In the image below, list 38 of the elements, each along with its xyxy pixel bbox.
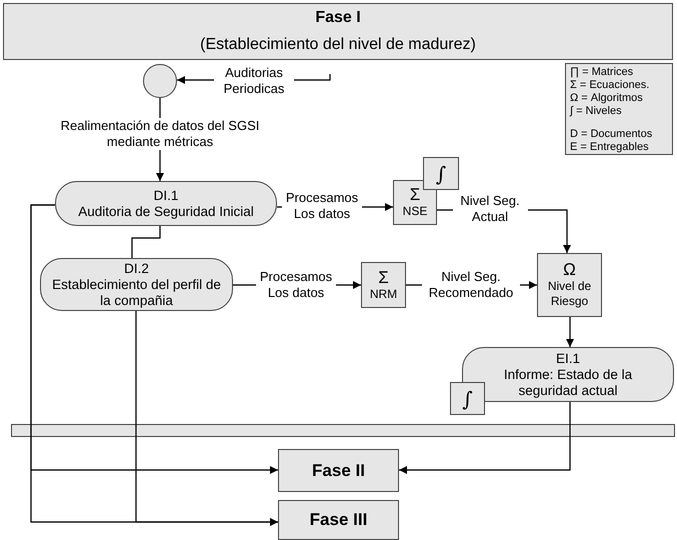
node-text: Nivel de Riesgo [546,279,592,309]
equation-box [361,262,406,308]
node-title: Σ [410,186,420,204]
legend-entry: Σ = Ecuaciones. [570,79,650,92]
node-title: Σ [378,268,389,286]
legend-entry: ∫ = Niveles [570,105,622,118]
node-text: Informe: Estado de la seguridad actual [502,366,634,398]
node-text: Establecimiento del perfil de la compañia [51,276,222,308]
node-title: Ω [563,261,576,279]
node-title: Fase I [315,8,361,28]
node-text: Fase III [310,509,368,532]
phase-box [278,449,399,492]
symbol-box [450,382,485,415]
algorithm-box [537,253,602,317]
legend-entry: ∏ = Matrices [570,66,634,79]
legend-entry: D = Documentos [570,128,652,141]
node-text: Auditoria de Seguridad Inicial [78,204,254,220]
process-pill [40,258,233,311]
legend-box [565,63,673,155]
node-text: NRM [370,286,398,302]
legend-entry: E = Entregables [570,141,649,154]
node-title: EI.1 [556,350,580,366]
equation-box [393,180,437,225]
node-text: (Establecimiento del nivel de madurez) [200,35,476,56]
legend-entry: Ω = Algoritmos [570,92,643,105]
node-text: ∫ [462,386,473,412]
connector-arrow [566,317,574,347]
header-box [3,3,673,60]
node-title: DI.1 [154,188,178,204]
node-text: NSE [402,204,428,219]
process-pill [55,181,277,226]
node-title: DI.2 [124,260,149,276]
symbol-box [423,157,459,190]
connector-arrow [135,311,278,526]
phase-box [278,500,399,540]
node-text: Fase II [312,460,365,482]
node-text: ∫ [436,160,446,188]
connector-arrow [399,402,571,474]
